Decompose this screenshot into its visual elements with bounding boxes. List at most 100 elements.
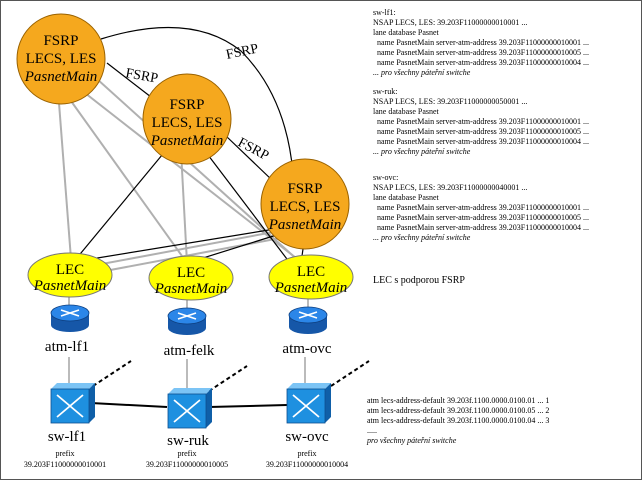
config-line: name PasnetMain server-atm-address 39.20… (373, 48, 589, 57)
fsrp-curve (225, 135, 274, 182)
config-line: name PasnetMain server-atm-address 39.20… (373, 137, 589, 146)
fsrp-node-elan: PasnetMain (150, 133, 224, 149)
router-label: atm-ovc (282, 341, 331, 357)
router-body (289, 320, 327, 334)
lec-node-lf1: LEC PasnetMain (27, 252, 113, 298)
fsrp-link-label: FSRP (124, 66, 159, 86)
config-line: lane database Pasnet (373, 193, 440, 202)
router-label: atm-lf1 (45, 339, 89, 355)
fsrp-node-shape (16, 13, 106, 105)
router-arrows (177, 312, 197, 320)
mesh-line (70, 100, 188, 264)
config-line: name PasnetMain server-atm-address 39.20… (373, 117, 589, 126)
router-atm-felk: atm-felk (164, 307, 215, 359)
atm-footer: pro všechny páteřní switche (366, 436, 457, 445)
config-header: sw-ovc: (373, 173, 398, 182)
config-line: NSAP LECS, LES: 39.203F11000000040001 ..… (373, 183, 527, 192)
switch-top (168, 388, 212, 394)
config-line: name PasnetMain server-atm-address 39.20… (373, 38, 589, 47)
switch-prefix-label: prefix (55, 449, 74, 458)
atm-line: atm lecs-address-default 39.203f.1100.00… (367, 396, 549, 405)
switch-top (287, 383, 331, 389)
switch-link (90, 402, 168, 408)
router-body (168, 321, 206, 335)
fsrp-node-elan: PasnetMain (268, 217, 342, 233)
config-line: lane database Pasnet (373, 107, 440, 116)
fsrp-curve (106, 62, 152, 98)
switch-prefix-value: 39.203F11000000010005 (146, 460, 228, 469)
router-arrows (298, 311, 318, 319)
switch-sw-ruk: sw-ruk prefix 39.203F11000000010005 (146, 388, 228, 469)
config-footer: ... pro všechny páteřní switche (373, 233, 471, 242)
config-block-ovc: sw-ovc: NSAP LECS, LES: 39.203F110000000… (373, 173, 589, 242)
dashed-link (330, 360, 370, 387)
fsrp-node-roles: LECS, LES (152, 115, 223, 131)
switch-link (208, 404, 288, 408)
lec-node-title: LEC (297, 264, 325, 280)
switch-label: sw-ovc (285, 429, 329, 445)
lec-node-elan: PasnetMain (33, 278, 107, 294)
config-footer: ... pro všechny páteřní switche (373, 147, 471, 156)
switch-cross (56, 394, 84, 418)
config-line: NSAP LECS, LES: 39.203F11000000010001 ..… (373, 18, 527, 27)
switch-sw-lf1: sw-lf1 prefix 39.203F11000000010001 (24, 383, 106, 469)
config-line: name PasnetMain server-atm-address 39.20… (373, 203, 589, 212)
atm-address-block: atm lecs-address-default 39.203f.1100.00… (366, 396, 549, 445)
fsrp-node-lf1: FSRP LECS, LES PasnetMain (16, 13, 106, 105)
lec-node-ruk: LEC PasnetMain (148, 255, 234, 301)
fsrp-link-label: FSRP (225, 41, 260, 63)
switch-prefix-label: prefix (177, 449, 196, 458)
fsrp-link-label: FSRP (235, 135, 271, 164)
config-header: sw-ruk: (373, 87, 397, 96)
fsrp-node-title: FSRP (169, 97, 204, 113)
router-body (51, 318, 89, 332)
link-line (78, 226, 288, 262)
switch-label: sw-ruk (167, 433, 209, 449)
fsrp-node-ovc: FSRP LECS, LES PasnetMain (260, 158, 350, 250)
fsrp-node-shape (142, 73, 232, 165)
switch-sw-ovc: sw-ovc prefix 39.203F11000000010004 (266, 383, 348, 469)
lec-note: LEC s podporou FSRP (373, 275, 465, 286)
switch-prefix-value: 39.203F11000000010001 (24, 460, 106, 469)
dashed-link (208, 365, 248, 392)
lec-node-shape (148, 255, 234, 301)
config-line: NSAP LECS, LES: 39.203F11000000050001 ..… (373, 97, 527, 106)
fsrp-node-title: FSRP (43, 33, 78, 49)
config-line: name PasnetMain server-atm-address 39.20… (373, 223, 589, 232)
dashed-uplinks (92, 360, 370, 392)
atm-line: atm lecs-address-default 39.203f.1100.00… (367, 416, 549, 425)
mesh-line (90, 230, 280, 267)
fsrp-node-roles: LECS, LES (26, 51, 97, 67)
config-line: name PasnetMain server-atm-address 39.20… (373, 213, 589, 222)
switch-side (206, 388, 212, 428)
config-block-ruk: sw-ruk: NSAP LECS, LES: 39.203F110000000… (373, 87, 589, 156)
lec-node-shape (268, 254, 354, 300)
lec-node-elan: PasnetMain (154, 281, 228, 297)
fsrp-node-title: FSRP (287, 181, 322, 197)
fsrp-node-roles: LECS, LES (270, 199, 341, 215)
switch-side (89, 383, 95, 423)
lec-node-title: LEC (56, 262, 84, 278)
fsrp-node-shape (260, 158, 350, 250)
dashed-link (92, 360, 132, 387)
switch-cross (173, 399, 201, 423)
switch-label: sw-lf1 (48, 429, 86, 445)
router-label: atm-felk (164, 343, 215, 359)
fsrp-links (75, 26, 304, 268)
link-line (204, 150, 294, 268)
config-line: name PasnetMain server-atm-address 39.20… (373, 58, 589, 67)
config-header: sw-lf1: (373, 8, 396, 17)
config-footer: ... pro všechny páteřní switche (373, 68, 471, 77)
router-atm-ovc: atm-ovc (282, 306, 332, 357)
fsrp-node-elan: PasnetMain (24, 69, 98, 85)
fsrp-curve (100, 26, 294, 174)
switch-prefix-value: 39.203F11000000010004 (266, 460, 348, 469)
fsrp-node-ruk: FSRP LECS, LES PasnetMain (142, 73, 232, 165)
switch-links (90, 402, 288, 408)
router-arrows (60, 309, 80, 317)
mesh-line (180, 150, 188, 264)
mesh-line (84, 92, 306, 266)
lec-node-ovc: LEC PasnetMain (268, 254, 354, 300)
